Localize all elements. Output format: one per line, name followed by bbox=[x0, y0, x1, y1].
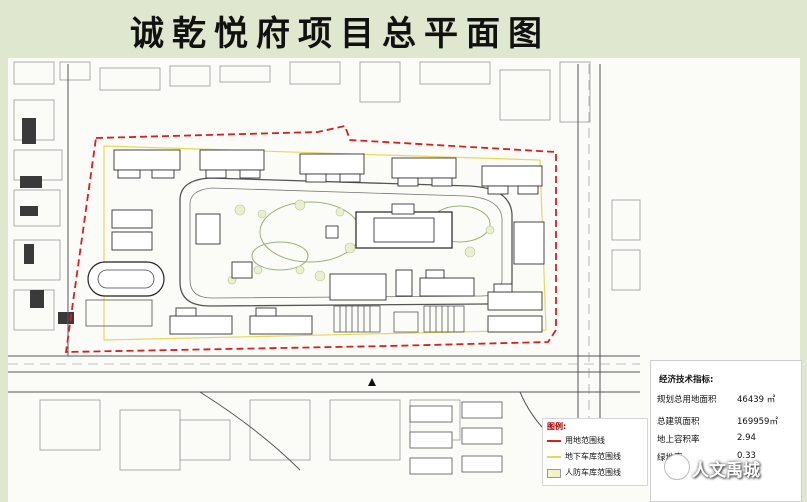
internal-ring-road bbox=[179, 177, 513, 307]
legend-item-civil-defense: 人防车库范围线 bbox=[547, 467, 647, 479]
south-context-towers bbox=[409, 401, 503, 475]
school-building bbox=[85, 299, 153, 327]
legend-item-garage: 地下车库范围线 bbox=[547, 451, 647, 463]
tech-table-title: 经济技术指标: bbox=[659, 375, 714, 385]
landscape-path-2 bbox=[251, 241, 309, 271]
tech-row-land-area: 规划总用地面积 46439 ㎡ bbox=[657, 393, 797, 407]
road-lines bbox=[8, 64, 640, 420]
tech-row-floor-area: 总建筑面积 169959㎡ bbox=[657, 415, 797, 429]
legend-swatch-garage bbox=[547, 456, 561, 458]
tech-label: 总建筑面积 bbox=[657, 417, 700, 427]
site-boundary-line bbox=[64, 124, 557, 353]
tech-value: 0.33 bbox=[737, 451, 756, 461]
legend-swatch-boundary bbox=[547, 440, 561, 442]
title-band: 诚乾悦府项目总平面图 bbox=[0, 0, 807, 58]
legend-label: 地下车库范围线 bbox=[565, 452, 621, 461]
sports-track bbox=[87, 261, 165, 297]
curved-road bbox=[199, 391, 301, 471]
legend-item-boundary: 用地范围线 bbox=[547, 435, 647, 447]
legend-label: 人防车库范围线 bbox=[565, 468, 621, 477]
legend-title: 图例: bbox=[547, 422, 567, 431]
legend: 图例: 用地范围线 地下车库范围线 人防车库范围线 bbox=[542, 418, 648, 486]
watermark: 人文禹城 bbox=[662, 448, 802, 482]
legend-label: 用地范围线 bbox=[565, 436, 605, 445]
page-title: 诚乾悦府项目总平面图 bbox=[130, 14, 550, 54]
watermark-text: 人文禹城 bbox=[692, 461, 760, 481]
tech-row-far: 地上容积率 2.94 bbox=[657, 433, 797, 447]
landscape-path bbox=[259, 201, 361, 263]
internal-ring-road-inner bbox=[189, 187, 503, 299]
road-center-lines bbox=[8, 64, 640, 420]
pavilion bbox=[325, 225, 339, 239]
tech-value: 2.94 bbox=[737, 433, 756, 443]
tech-label: 地上容积率 bbox=[657, 435, 700, 445]
residential-towers bbox=[111, 149, 545, 335]
tech-value: 169959㎡ bbox=[737, 417, 778, 427]
north-arrow-icon bbox=[368, 378, 376, 386]
context-buildings bbox=[13, 61, 641, 471]
context-dark-marks bbox=[20, 118, 74, 324]
parking-strips bbox=[333, 305, 465, 333]
central-clubhouse bbox=[355, 211, 453, 249]
tech-label: 规划总用地面积 bbox=[657, 395, 717, 405]
legend-swatch-civil-defense bbox=[547, 469, 561, 478]
wechat-icon bbox=[664, 454, 690, 480]
tech-value: 46439 ㎡ bbox=[737, 395, 776, 405]
